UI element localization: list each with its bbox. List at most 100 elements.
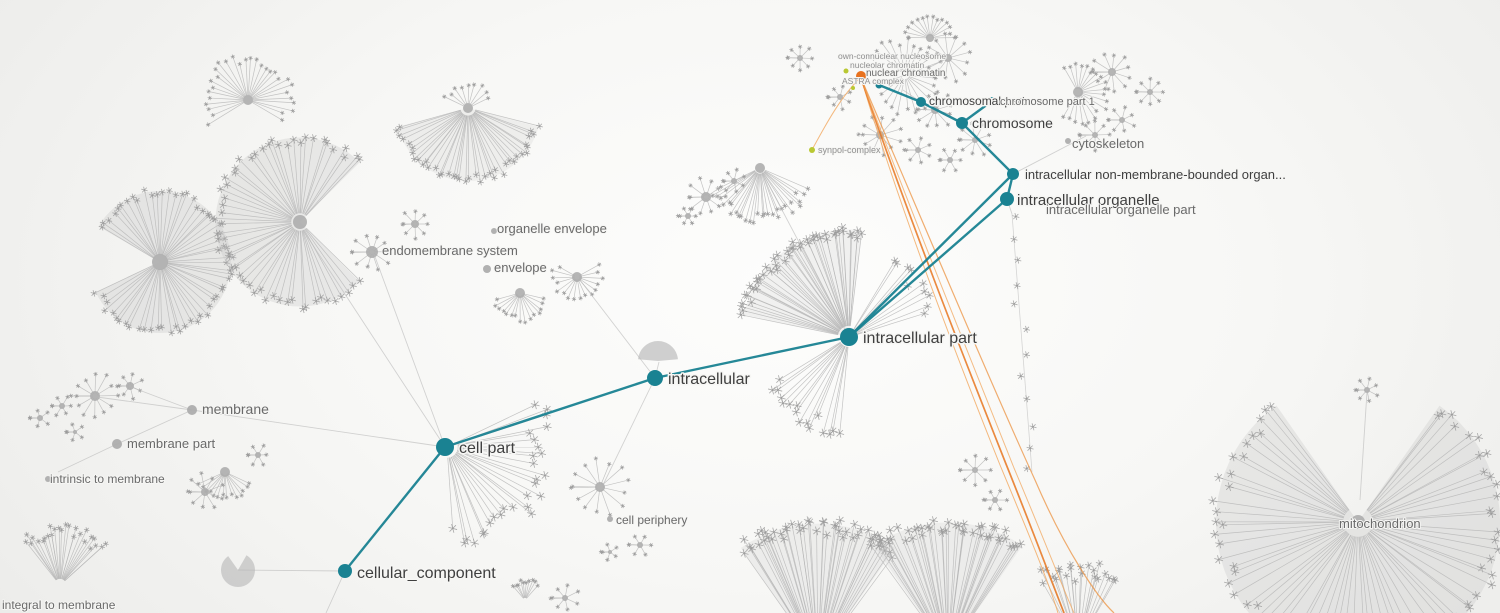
label-membrane-part[interactable]: membrane part	[126, 435, 217, 452]
cluster-hub-node[interactable]	[126, 382, 134, 390]
term-node-gray[interactable]	[45, 476, 51, 482]
cluster-hub-node[interactable]	[201, 488, 209, 496]
radial-cluster	[626, 534, 654, 557]
cluster-hub-node[interactable]	[797, 55, 803, 61]
cluster-hub-node[interactable]	[366, 246, 378, 258]
cluster-hub-node[interactable]	[220, 467, 230, 477]
node-chromosome[interactable]	[956, 117, 968, 129]
radial-cluster	[686, 175, 728, 216]
cluster-hub-node[interactable]	[944, 54, 952, 62]
term-node-gray[interactable]	[483, 265, 491, 273]
cluster-hub-node[interactable]	[293, 215, 307, 229]
label-nuclear-chromatin[interactable]: nuclear chromatin	[865, 67, 946, 80]
term-node-gray[interactable]	[1065, 138, 1071, 144]
label-chromosome[interactable]: chromosome	[971, 114, 1055, 133]
label-intrinsic-to-membrane[interactable]: intrinsic to membrane	[49, 471, 166, 487]
radial-cluster	[853, 256, 934, 335]
cluster-hub-node[interactable]	[37, 415, 43, 421]
label-intracellular-nmbo[interactable]: intracellular non-membrane-bounded organ…	[1024, 166, 1288, 184]
cluster-hub-node[interactable]	[701, 192, 711, 202]
term-node-gray[interactable]	[187, 405, 197, 415]
cluster-hub-node[interactable]	[637, 542, 643, 548]
cluster-hub-node[interactable]	[73, 430, 77, 434]
cluster-hub-node[interactable]	[608, 550, 612, 554]
node-chromosome-part[interactable]	[988, 97, 996, 105]
cluster-hub-node[interactable]	[685, 213, 691, 219]
tree-edge	[878, 74, 906, 86]
cluster-hub-node[interactable]	[90, 391, 100, 401]
cluster-hub-node[interactable]	[595, 482, 605, 492]
node-nucleosome-hub[interactable]	[875, 81, 883, 89]
cluster-hub-node[interactable]	[926, 34, 934, 42]
green-term-node-1[interactable]	[843, 68, 849, 74]
label-nuclear-nucleosome[interactable]: nuclear nucleosome	[869, 50, 947, 62]
cluster-hub-node[interactable]	[1147, 89, 1153, 95]
node-cell-part[interactable]	[436, 438, 454, 456]
cluster-hub-node[interactable]	[972, 467, 978, 473]
label-own-complex[interactable]: own-complex	[837, 50, 890, 62]
cluster-hub-node[interactable]	[411, 220, 419, 228]
term-node-gray[interactable]	[607, 516, 613, 522]
label-intracellular-organelle-part[interactable]: intracellular organelle part	[1045, 201, 1197, 218]
green-term-node-2[interactable]	[851, 86, 855, 90]
tree-edge	[116, 409, 193, 445]
cluster-hub-node[interactable]	[915, 147, 921, 153]
cluster-hub-node[interactable]	[837, 94, 843, 100]
cluster-hub-node[interactable]	[255, 452, 261, 458]
radial-cluster	[203, 54, 297, 127]
label-intracellular-part[interactable]: intracellular part	[862, 329, 979, 349]
label-integral-to-membrane[interactable]: integral to membrane	[1, 597, 117, 613]
label-intracellular[interactable]: intracellular	[667, 370, 752, 390]
green-term-node-3[interactable]	[809, 147, 815, 153]
cluster-hub-node[interactable]	[1092, 132, 1098, 138]
label-cytoskeleton[interactable]: cytoskeleton	[1071, 135, 1145, 152]
label-organelle-envelope[interactable]: organelle envelope	[496, 220, 608, 237]
term-node-gray[interactable]	[491, 228, 497, 234]
label-synpol-complex[interactable]: synpol-complex	[817, 144, 882, 156]
radial-cluster	[27, 408, 51, 429]
node-intracellular[interactable]	[647, 370, 663, 386]
cluster-hub-node[interactable]	[152, 254, 168, 270]
cluster-hub-node[interactable]	[59, 403, 65, 409]
cluster-hub-node[interactable]	[1351, 515, 1365, 529]
cluster-hub-node[interactable]	[992, 497, 998, 503]
label-membrane[interactable]: membrane	[201, 400, 270, 418]
label-chromosome-part[interactable]: chromosome part 1	[999, 95, 1096, 109]
label-nucleolar-chromatin[interactable]: nucleolar chromatin	[849, 59, 925, 71]
cluster-hub-node[interactable]	[1119, 117, 1125, 123]
node-chromosomal-part[interactable]	[916, 97, 926, 107]
cluster-hub-node[interactable]	[1108, 68, 1116, 76]
cluster-hub-node[interactable]	[515, 288, 525, 298]
label-chromosomal-part[interactable]: chromosomal part	[928, 93, 1028, 110]
label-cell-part[interactable]: cell part	[458, 439, 518, 459]
label-cell-periphery[interactable]: cell periphery	[615, 512, 688, 528]
radial-cluster	[866, 516, 1026, 613]
node-intracellular-nmbo[interactable]	[1007, 168, 1019, 180]
node-intracellular-organelle[interactable]	[1000, 192, 1014, 206]
label-envelope[interactable]: envelope	[493, 259, 548, 276]
fan-sector	[221, 555, 255, 587]
label-intracellular-organelle[interactable]: intracellular organelle	[1016, 191, 1162, 211]
label-astra-complex[interactable]: ASTRA complex	[841, 75, 906, 87]
cluster-hub-node[interactable]	[731, 178, 737, 184]
cluster-hub-node[interactable]	[243, 95, 253, 105]
relation-curve-orange	[860, 77, 1059, 613]
tree-edge	[602, 377, 656, 486]
cluster-hub-node[interactable]	[755, 163, 765, 173]
cluster-hub-node[interactable]	[1364, 387, 1370, 393]
cluster-hub-node[interactable]	[947, 157, 953, 163]
node-intracellular-part[interactable]	[840, 328, 858, 346]
radial-cluster	[767, 341, 849, 439]
label-endomembrane-system[interactable]: endomembrane system	[381, 242, 519, 259]
label-mitochondrion[interactable]: mitochondrion	[1338, 515, 1422, 532]
cluster-hub-node[interactable]	[562, 595, 568, 601]
term-node-gray[interactable]	[112, 439, 122, 449]
label-cellular-component[interactable]: cellular_component	[356, 564, 498, 584]
radial-cluster	[64, 422, 85, 443]
selected-term-node[interactable]	[856, 71, 866, 81]
cluster-hub-node[interactable]	[1073, 87, 1083, 97]
node-cellular-component[interactable]	[338, 564, 352, 578]
cluster-hub-node[interactable]	[572, 272, 582, 282]
radial-cluster	[736, 223, 866, 337]
